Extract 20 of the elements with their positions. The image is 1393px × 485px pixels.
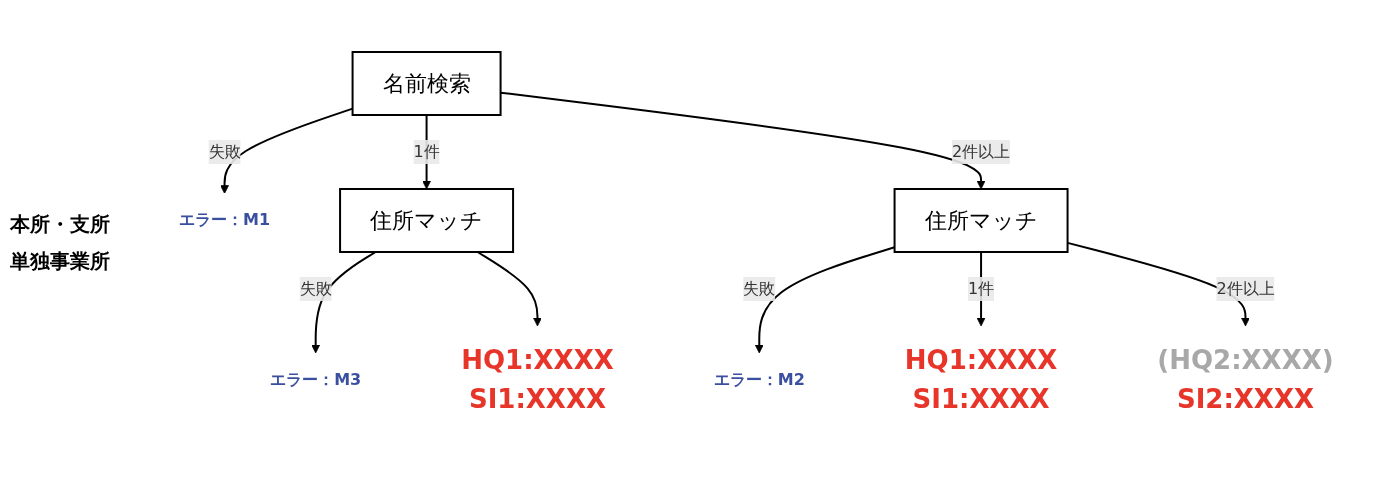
node-box: 住所マッチ: [339, 187, 515, 253]
edge-label: 1件: [413, 141, 440, 161]
node-text: HQ1:XXXX SI1:XXXX: [904, 344, 1058, 414]
node-box: 名前検索: [351, 50, 502, 116]
edge-label: 失敗: [299, 278, 332, 298]
node-text: (HQ2:XXXX) SI2:XXXX: [1157, 344, 1334, 414]
node-text: エラー：M2: [713, 369, 805, 389]
node-text: HQ1:XXXX SI1:XXXX: [461, 344, 614, 414]
node-text: エラー：M1: [179, 209, 271, 229]
arrow: [476, 250, 543, 326]
edge-label: 1件: [968, 278, 995, 298]
edge-label: 失敗: [208, 141, 241, 161]
edge-label: 2件以上: [1216, 278, 1275, 298]
row-label: 本所・支所: [10, 210, 110, 238]
arrow: [311, 250, 377, 353]
edge-label: 失敗: [743, 278, 776, 298]
node-text: エラー：M3: [270, 369, 362, 389]
row-label: 単独事業所: [10, 247, 110, 275]
edge-label: 2件以上: [952, 141, 1011, 161]
node-box: 住所マッチ: [893, 187, 1069, 253]
